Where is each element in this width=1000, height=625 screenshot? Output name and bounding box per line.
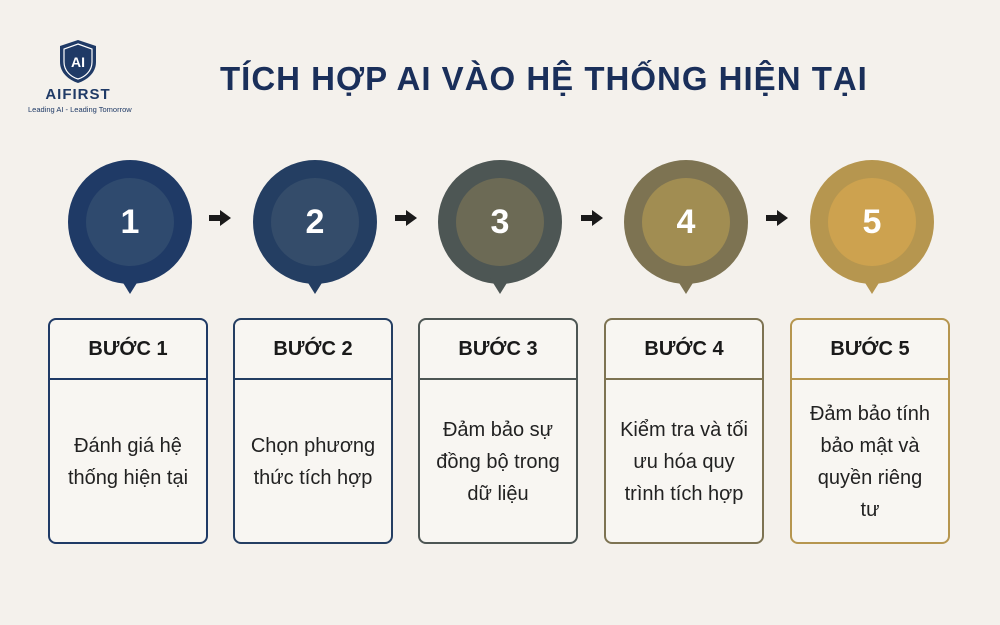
pin-tail [490, 278, 510, 294]
step-label: BƯỚC 1 [50, 320, 206, 380]
logo-mark: AI [71, 54, 85, 70]
arrow-right-icon [209, 210, 231, 226]
step-label: BƯỚC 5 [792, 320, 948, 380]
step-card: BƯỚC 1 Đánh giá hệ thống hiện tại [48, 318, 208, 544]
step-label: BƯỚC 4 [606, 320, 762, 380]
step-pin: 3 [438, 160, 562, 296]
step-number: 4 [642, 178, 730, 266]
logo-tagline: Leading AI - Leading Tomorrow [28, 105, 132, 114]
page-title: TÍCH HỢP AI VÀO HỆ THỐNG HIỆN TẠI [220, 60, 868, 97]
step-label: BƯỚC 3 [420, 320, 576, 380]
step-description: Đảm bảo sự đồng bộ trong dữ liệu [436, 419, 560, 505]
arrow-right-icon [766, 210, 788, 226]
step-card: BƯỚC 4 Kiểm tra và tối ưu hóa quy trình t… [604, 318, 764, 544]
step-pin: 4 [624, 160, 748, 296]
pin-tail [305, 278, 325, 294]
pin-tail [676, 278, 696, 294]
step-label: BƯỚC 2 [235, 320, 391, 380]
step-pin: 5 [810, 160, 934, 296]
logo: AI AIFIRST Leading AI - Leading Tomorrow [28, 38, 132, 114]
pin-tail [120, 278, 140, 294]
shield-logo-icon: AI [60, 40, 96, 83]
arrow-right-icon [581, 210, 603, 226]
logo-brand: AIFIRST [45, 86, 111, 103]
arrow-right-icon [395, 210, 417, 226]
step-pin: 1 [68, 160, 192, 296]
step-card: BƯỚC 3 Đảm bảo sự đồng bộ trong dữ liệu [418, 318, 578, 544]
step-number: 5 [828, 178, 916, 266]
step-description: Kiểm tra và tối ưu hóa quy trình tích hợ… [620, 419, 748, 505]
step-card: BƯỚC 5 Đảm bảo tính bảo mật và quyền riên… [790, 318, 950, 544]
step-card: BƯỚC 2 Chọn phương thức tích hợp [233, 318, 393, 544]
step-description: Đảm bảo tính bảo mật và quyền riêng tư [809, 403, 931, 521]
step-number: 3 [456, 178, 544, 266]
step-number: 1 [86, 178, 174, 266]
pin-tail [862, 278, 882, 294]
step-description: Đánh giá hệ thống hiện tại [67, 435, 189, 489]
step-number: 2 [271, 178, 359, 266]
step-description: Chọn phương thức tích hợp [250, 435, 376, 489]
step-pin: 2 [253, 160, 377, 296]
